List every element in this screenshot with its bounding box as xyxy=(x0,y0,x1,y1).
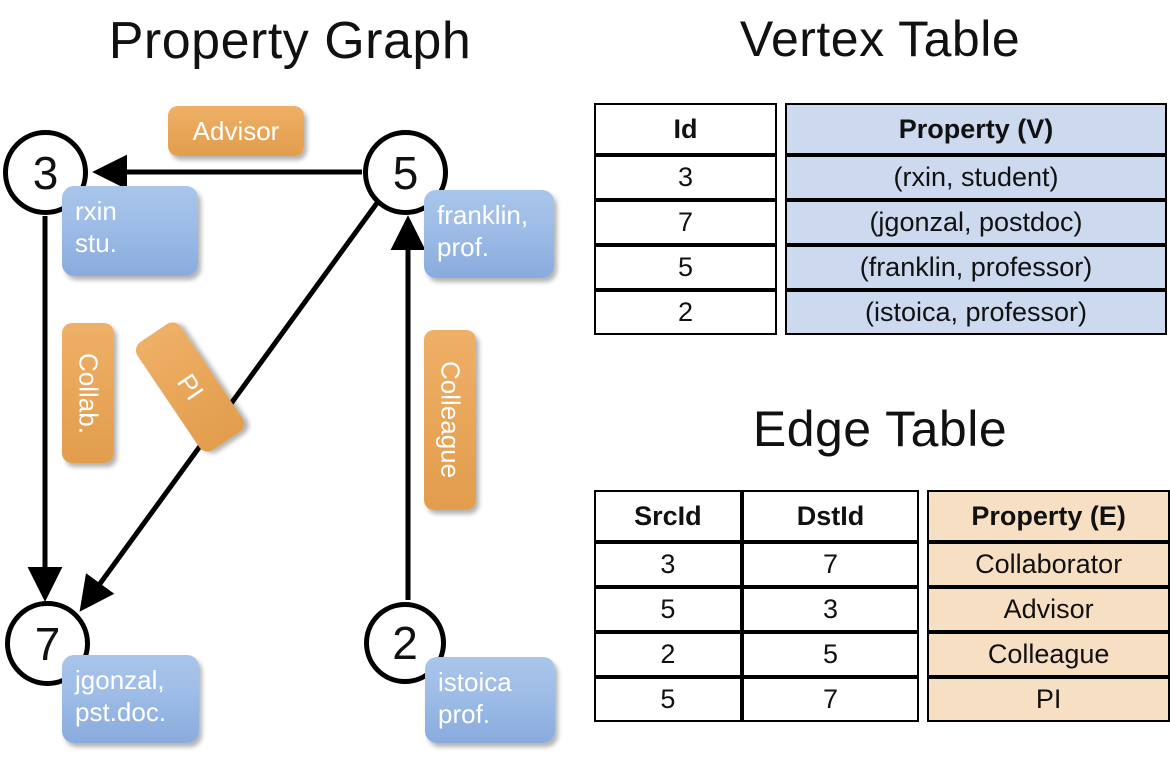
graph-node-7-property-line-2: pst.doc. xyxy=(75,697,167,727)
table-header-row: SrcId DstId Property (E) xyxy=(594,490,1170,542)
vertex-table-cell-id: 2 xyxy=(594,290,777,335)
vertex-table-cell-property: (rxin, student) xyxy=(785,155,1167,200)
edge-table-cell-dstid: 7 xyxy=(741,542,920,587)
graph-node-2-property-line-1: istoica xyxy=(438,667,512,697)
table-row[interactable]: 5 3 Advisor xyxy=(594,587,1170,632)
graph-node-2-label: 2 xyxy=(392,617,418,669)
graph-edge-label-collab-text: Collab. xyxy=(73,352,104,434)
vertex-table-cell-property: (jgonzal, postdoc) xyxy=(785,200,1167,245)
column-gap xyxy=(919,677,927,722)
graph-node-2[interactable]: 2 xyxy=(364,602,446,684)
graph-edge-label-pi-text: PI xyxy=(171,368,210,406)
table-row[interactable]: 2 5 Colleague xyxy=(594,632,1170,677)
graph-node-5-property-line-2: prof. xyxy=(437,232,490,262)
vertex-table-cell-id: 7 xyxy=(594,200,777,245)
graph-node-5-property-line-1: franklin, xyxy=(437,200,529,230)
table-row[interactable]: 7 (jgonzal, postdoc) xyxy=(594,200,1167,245)
table-header-row: Id Property (V) xyxy=(594,103,1167,155)
table-row[interactable]: 2 (istoica, professor) xyxy=(594,290,1167,335)
graph-edge-label-advisor-text: Advisor xyxy=(192,115,280,146)
edge-table: SrcId DstId Property (E) 3 7 Collaborato… xyxy=(594,490,1170,722)
page-title-edge-table: Edge Table xyxy=(752,401,1008,457)
edge-table-cell-dstid: 5 xyxy=(741,632,920,677)
column-gap xyxy=(777,290,785,335)
graph-edge-label-colleague-text: Colleague xyxy=(435,361,466,479)
graph-node-2-property-box[interactable]: istoica prof. xyxy=(425,657,555,743)
edge-table-cell-srcid: 5 xyxy=(594,587,742,632)
edge-table-cell-property: Advisor xyxy=(927,587,1170,632)
column-gap xyxy=(777,103,785,155)
column-gap xyxy=(919,542,927,587)
edge-table-cell-property: Collaborator xyxy=(927,542,1170,587)
column-gap xyxy=(919,632,927,677)
vertex-table-header-property: Property (V) xyxy=(785,103,1167,155)
page-title-vertex-table: Vertex Table xyxy=(739,11,1021,67)
graph-edge-label-collab[interactable]: Collab. xyxy=(62,323,114,463)
page-title-property-graph: Property Graph xyxy=(108,12,472,70)
column-gap xyxy=(777,200,785,245)
edge-table-cell-srcid: 5 xyxy=(594,677,742,722)
table-row[interactable]: 5 7 PI xyxy=(594,677,1170,722)
edge-table-cell-srcid: 2 xyxy=(594,632,742,677)
graph-node-3-property-line-2: stu. xyxy=(75,228,117,258)
edge-table-cell-srcid: 3 xyxy=(594,542,742,587)
vertex-table-cell-property: (franklin, professor) xyxy=(785,245,1167,290)
column-gap xyxy=(777,155,785,200)
graph-node-7-label: 7 xyxy=(34,617,61,670)
edge-table-cell-property: PI xyxy=(927,677,1170,722)
vertex-table: Id Property (V) 3 (rxin, student) 7 (jgo… xyxy=(594,103,1167,335)
edge-table-header-dstid: DstId xyxy=(741,490,920,542)
edge-table-cell-dstid: 3 xyxy=(741,587,920,632)
edge-table-cell-dstid: 7 xyxy=(741,677,920,722)
graph-node-3-property-line-1: rxin xyxy=(75,196,117,226)
vertex-table-header-id: Id xyxy=(594,103,777,155)
graph-node-7-property-box[interactable]: jgonzal, pst.doc. xyxy=(62,655,199,743)
table-row[interactable]: 3 7 Collaborator xyxy=(594,542,1170,587)
table-row[interactable]: 5 (franklin, professor) xyxy=(594,245,1167,290)
property-graph-diagram: 3 5 7 2 rxin stu. franklin, prof. jgonza… xyxy=(0,0,580,760)
graph-node-7-property-line-1: jgonzal, xyxy=(75,665,165,695)
vertex-table-cell-id: 5 xyxy=(594,245,777,290)
column-gap xyxy=(919,490,927,542)
edge-table-cell-property: Colleague xyxy=(927,632,1170,677)
vertex-table-cell-property: (istoica, professor) xyxy=(785,290,1167,335)
graph-node-5[interactable]: 5 xyxy=(363,130,448,215)
graph-node-5-property-box[interactable]: franklin, prof. xyxy=(424,190,554,278)
graph-edge-label-advisor[interactable]: Advisor xyxy=(168,106,304,156)
vertex-table-cell-id: 3 xyxy=(594,155,777,200)
graph-node-5-label: 5 xyxy=(392,146,419,199)
graph-edge-label-colleague[interactable]: Colleague xyxy=(424,330,476,510)
graph-node-3-property-box[interactable]: rxin stu. xyxy=(62,186,198,276)
column-gap xyxy=(919,587,927,632)
table-row[interactable]: 3 (rxin, student) xyxy=(594,155,1167,200)
edge-table-header-srcid: SrcId xyxy=(594,490,742,542)
edge-table-header-property: Property (E) xyxy=(927,490,1170,542)
column-gap xyxy=(777,245,785,290)
graph-node-2-property-line-2: prof. xyxy=(438,699,491,729)
graph-node-3-label: 3 xyxy=(32,146,59,199)
